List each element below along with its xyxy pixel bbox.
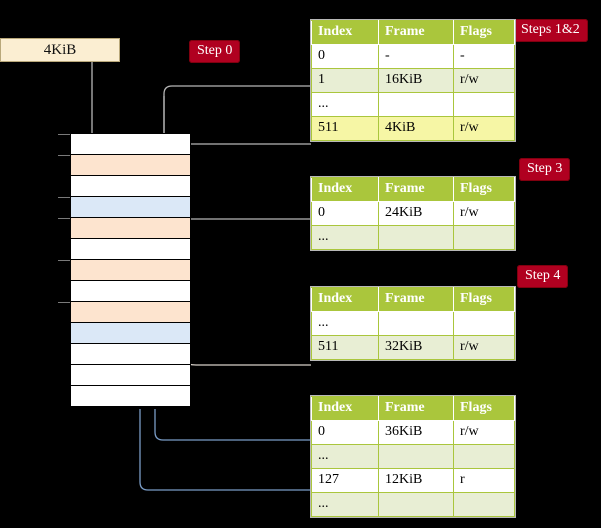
table-row: ... xyxy=(311,444,515,469)
memory-frame-tick xyxy=(58,134,70,135)
memory-frame-cell xyxy=(71,302,190,323)
column-header-flags: Flags xyxy=(453,396,515,421)
cell-flags: r/w xyxy=(453,116,515,141)
column-header-frame: Frame xyxy=(378,177,454,202)
cell-frame: 36KiB xyxy=(378,420,454,445)
column-header-flags: Flags xyxy=(453,20,515,45)
memory-frame-cell xyxy=(71,323,190,344)
badge-step-0: Step 0 xyxy=(189,40,241,63)
memory-frame-cell xyxy=(71,176,190,197)
column-header-frame: Frame xyxy=(378,396,454,421)
memory-frame-tick xyxy=(58,197,70,198)
wire-frame-36kib xyxy=(148,333,311,441)
memory-frame-cell xyxy=(71,365,190,386)
table-row: 0-- xyxy=(311,44,515,69)
cell-index: ... xyxy=(311,92,379,117)
cell-flags: r/w xyxy=(453,420,515,445)
source-page-box: 4KiB xyxy=(0,38,120,62)
cell-frame: 32KiB xyxy=(378,335,454,360)
wire-frame-12kib xyxy=(133,210,311,491)
wire-steps12-a xyxy=(163,85,311,156)
cell-frame xyxy=(378,92,454,117)
cell-index: ... xyxy=(311,444,379,469)
cell-flags: r xyxy=(453,468,515,493)
cell-frame: 12KiB xyxy=(378,468,454,493)
column-header-index: Index xyxy=(311,396,379,421)
cell-frame xyxy=(378,311,454,336)
cell-index: ... xyxy=(311,225,379,250)
column-header-frame: Frame xyxy=(378,287,454,312)
badge-step-3: Step 3 xyxy=(519,158,571,181)
memory-frame-cell xyxy=(71,197,190,218)
memory-frame-cell xyxy=(71,386,190,407)
memory-frame-cell xyxy=(71,260,190,281)
memory-frame-cell xyxy=(71,218,190,239)
memory-frame-tick xyxy=(58,260,70,261)
column-header-index: Index xyxy=(311,177,379,202)
cell-index: 0 xyxy=(311,44,379,69)
memory-column xyxy=(58,133,191,409)
cell-flags: r/w xyxy=(453,68,515,93)
cell-frame xyxy=(378,444,454,469)
memory-frame-tick xyxy=(58,155,70,156)
memory-frame-cell xyxy=(71,281,190,302)
source-page-label: 4KiB xyxy=(43,41,77,58)
badge-step-4: Step 4 xyxy=(517,265,569,288)
memory-frame-cell xyxy=(71,344,190,365)
cell-flags xyxy=(453,92,515,117)
column-header-frame: Frame xyxy=(378,20,454,45)
wire-step3 xyxy=(177,218,311,266)
cell-frame xyxy=(378,492,454,517)
memory-frame-cell xyxy=(71,239,190,260)
memory-frame-cell xyxy=(71,155,190,176)
cell-flags xyxy=(453,311,515,336)
table-row: ... xyxy=(311,225,515,250)
column-header-flags: Flags xyxy=(453,177,515,202)
cell-frame: 24KiB xyxy=(378,201,454,226)
table-row: ... xyxy=(311,311,515,336)
cell-frame: 4KiB xyxy=(378,116,454,141)
cell-frame: - xyxy=(378,44,454,69)
memory-frame-tick xyxy=(58,302,70,303)
table-row: ... xyxy=(311,492,515,517)
column-header-index: Index xyxy=(311,287,379,312)
table-row: ... xyxy=(311,92,515,117)
cell-flags: - xyxy=(453,44,515,69)
cell-frame xyxy=(378,225,454,250)
cell-flags: r/w xyxy=(453,201,515,226)
cell-index: 511 xyxy=(311,335,379,360)
cell-flags: r/w xyxy=(453,335,515,360)
wire-step4 xyxy=(173,313,311,366)
memory-frame-tick xyxy=(58,218,70,219)
badge-steps-1-2: Steps 1&2 xyxy=(513,19,588,42)
cell-index: ... xyxy=(311,311,379,336)
cell-flags xyxy=(453,444,515,469)
cell-index: 511 xyxy=(311,116,379,141)
cell-index: 0 xyxy=(311,420,379,445)
memory-frame-cell xyxy=(71,134,190,155)
cell-frame: 16KiB xyxy=(378,68,454,93)
cell-index: 127 xyxy=(311,468,379,493)
cell-index: ... xyxy=(311,492,379,517)
cell-flags xyxy=(453,492,515,517)
column-header-flags: Flags xyxy=(453,287,515,312)
cell-index: 1 xyxy=(311,68,379,93)
column-header-index: Index xyxy=(311,20,379,45)
cell-index: 0 xyxy=(311,201,379,226)
cell-flags xyxy=(453,225,515,250)
